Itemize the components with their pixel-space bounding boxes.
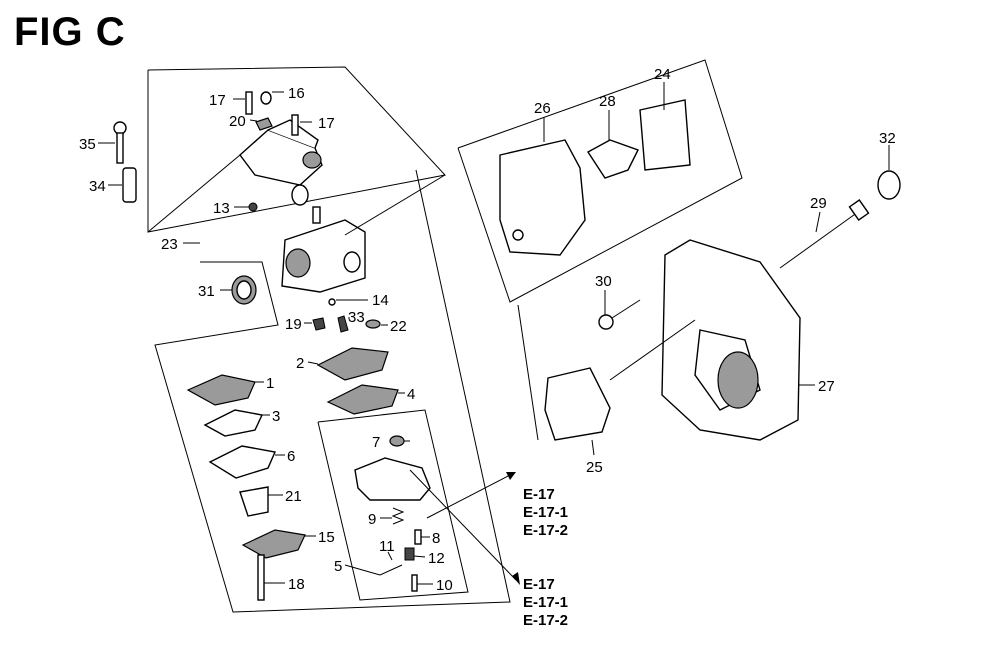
callout-3: 3 [272, 408, 280, 425]
callout-9: 9 [368, 511, 376, 528]
callout-17-upper-left: 17 [209, 92, 226, 109]
callout-33: 33 [348, 309, 365, 326]
part-float-chamber [354, 457, 431, 501]
callout-2: 2 [296, 355, 304, 372]
group-outline-carburetor-body [154, 169, 511, 613]
part-collar-34 [122, 167, 137, 203]
part-ring-32 [877, 170, 901, 200]
part-plate-25 [544, 367, 611, 441]
group-outline-gaskets [457, 59, 743, 303]
callout-19: 19 [285, 316, 302, 333]
part-7 [389, 435, 405, 447]
part-cover-6 [208, 445, 276, 479]
part-spring-9 [391, 507, 405, 525]
callout-14: 14 [372, 292, 389, 309]
part-pin-11 [379, 564, 403, 576]
reference-arrow-1 [426, 472, 516, 519]
part-intake-pipe [239, 91, 323, 206]
part-gasket-31-inner [236, 280, 252, 300]
callout-5: 5 [334, 558, 342, 575]
callout-11: 11 [379, 538, 395, 555]
callout-8: 8 [432, 530, 440, 547]
reference-label-e17-2-upper: E-17-2 [523, 522, 568, 539]
leader-lines [98, 82, 890, 585]
part-screw-13 [248, 202, 258, 212]
callout-29: 29 [810, 195, 827, 212]
part-diaphragm-4 [326, 384, 399, 415]
callout-21: 21 [285, 488, 302, 505]
part-air-cleaner-case-27 [661, 239, 801, 441]
callout-31: 31 [198, 283, 215, 300]
part-screw-12 [404, 547, 415, 561]
reference-label-e17-1-upper: E-17-1 [523, 504, 568, 521]
callout-12: 12 [428, 550, 445, 567]
callout-34: 34 [89, 178, 106, 195]
group-outline-float-chamber [317, 409, 469, 601]
part-22 [365, 319, 381, 329]
callout-13: 13 [213, 200, 230, 217]
part-gasket-1 [186, 374, 256, 406]
callout-6: 6 [287, 448, 295, 465]
callout-32: 32 [879, 130, 896, 147]
part-needle-8 [414, 529, 422, 545]
part-gasket-26 [499, 139, 586, 256]
part-bolt-30 [598, 299, 641, 330]
reference-label-e17-2-lower: E-17-2 [523, 612, 568, 629]
callout-26: 26 [534, 100, 551, 117]
reference-label-e17-1-lower: E-17-1 [523, 594, 568, 611]
figure-title: FIG C [14, 10, 126, 54]
callout-24: 24 [654, 66, 671, 83]
part-insulator-28 [586, 139, 639, 179]
callout-22: 22 [390, 318, 407, 335]
reference-arrow-2 [409, 469, 520, 585]
callout-17-right: 17 [318, 115, 335, 132]
part-primer-21 [239, 486, 269, 517]
part-screw-10 [411, 574, 418, 592]
reference-label-e17-upper: E-17 [523, 486, 555, 503]
part-screw-18 [257, 554, 265, 601]
callout-25: 25 [586, 459, 603, 476]
callout-30: 30 [595, 273, 612, 290]
callout-35: 35 [79, 136, 96, 153]
callout-23: 23 [161, 236, 178, 253]
part-gasket-26-hole [512, 229, 524, 241]
callout-4: 4 [407, 386, 415, 403]
part-plate-24 [639, 99, 691, 171]
callout-15: 15 [318, 529, 335, 546]
leader-line-25-boundary [517, 304, 539, 441]
callout-1: 1 [266, 375, 274, 392]
part-bolt-35 [113, 121, 127, 164]
callout-10: 10 [436, 577, 453, 594]
callout-7: 7 [372, 434, 380, 451]
part-carburetor-body [281, 206, 366, 293]
part-14 [328, 298, 336, 306]
callout-20: 20 [229, 113, 246, 130]
callout-18: 18 [288, 576, 305, 593]
part-33 [337, 315, 349, 333]
callout-28: 28 [599, 93, 616, 110]
part-pump-3 [203, 409, 264, 437]
reference-label-e17-lower: E-17 [523, 576, 555, 593]
callout-16: 16 [288, 85, 305, 102]
part-diaphragm-2 [316, 347, 389, 381]
part-long-bolt-29 [779, 199, 870, 269]
part-plate-15 [241, 529, 306, 559]
callout-27: 27 [818, 378, 835, 395]
part-19 [312, 317, 326, 331]
